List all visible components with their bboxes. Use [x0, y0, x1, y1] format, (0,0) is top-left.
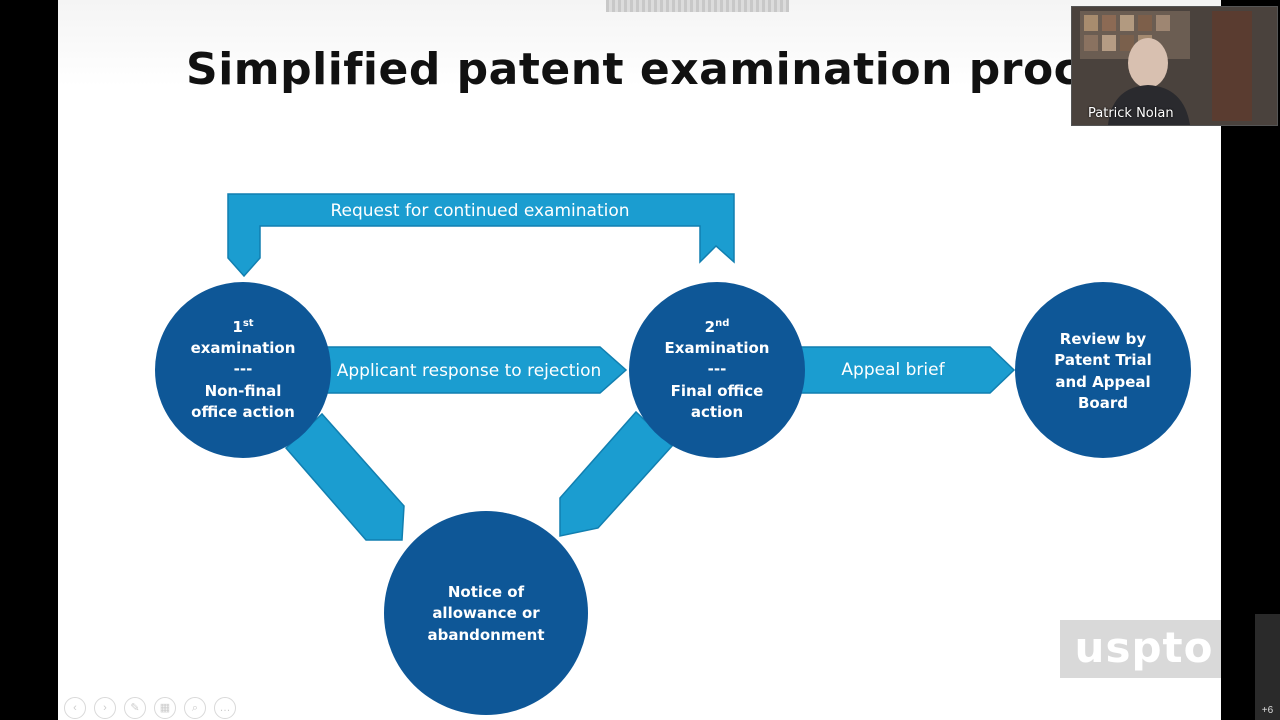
connector-first-to-notice — [284, 412, 405, 541]
slide-controls: ‹ › ✎ ▦ ⌕ … — [64, 697, 236, 719]
second-examination-node: 2nd Examination --- Final office action — [629, 282, 805, 458]
second-exam-line1: Examination — [665, 339, 770, 357]
next-icon[interactable]: › — [94, 697, 116, 719]
appeal-label: Appeal brief — [841, 360, 945, 380]
participant-name: Patrick Nolan — [1088, 106, 1174, 121]
second-exam-line2: Final office — [671, 382, 764, 400]
more-icon[interactable]: … — [214, 697, 236, 719]
zoom-icon[interactable]: ⌕ — [184, 697, 206, 719]
grid-icon[interactable]: ▦ — [154, 697, 176, 719]
rce-label: Request for continued examination — [330, 201, 629, 221]
svg-text:1st: 1st — [232, 318, 253, 336]
review-node: Review by Patent Trial and Appeal Board — [1015, 282, 1191, 458]
second-exam-line3: action — [691, 403, 743, 421]
toolbar-grip[interactable] — [606, 0, 789, 12]
participants-count: +6 — [1261, 705, 1274, 716]
appeal-arrow: Appeal brief — [799, 346, 1016, 394]
video-feed — [1072, 7, 1277, 125]
review-line4: Board — [1078, 394, 1128, 412]
pen-icon[interactable]: ✎ — [124, 697, 146, 719]
svg-text:2nd: 2nd — [705, 318, 730, 336]
notice-node: Notice of allowance or abandonment — [384, 511, 588, 715]
slide-title: Simplified patent examination process — [186, 44, 1164, 95]
notice-line3: abandonment — [427, 626, 544, 644]
response-label: Applicant response to rejection — [337, 361, 602, 381]
first-exam-line2: Non-final — [205, 382, 282, 400]
review-line1: Review by — [1060, 330, 1147, 348]
first-examination-node: 1st examination --- Non-final office act… — [155, 282, 331, 458]
response-arrow: Applicant response to rejection — [324, 346, 628, 394]
review-line2: Patent Trial — [1054, 351, 1152, 369]
connector-notice-to-second — [559, 410, 674, 537]
rce-arrow: Request for continued examination — [227, 193, 735, 278]
first-exam-ordinal: 1 — [232, 318, 242, 336]
second-exam-ordinal: 2 — [705, 318, 715, 336]
review-line3: and Appeal — [1055, 373, 1150, 391]
second-exam-sup: nd — [715, 318, 729, 329]
first-exam-sep: --- — [234, 360, 253, 378]
notice-line2: allowance or — [432, 604, 540, 622]
uspto-logo: uspto — [1060, 620, 1221, 678]
first-exam-line3: office action — [191, 403, 295, 421]
first-exam-sup: st — [243, 318, 254, 329]
participants-badge[interactable]: +6 — [1255, 614, 1280, 720]
notice-line1: Notice of — [448, 583, 525, 601]
first-exam-line1: examination — [191, 339, 296, 357]
participant-video[interactable]: Patrick Nolan — [1071, 6, 1278, 126]
second-exam-sep: --- — [708, 360, 727, 378]
previous-icon[interactable]: ‹ — [64, 697, 86, 719]
